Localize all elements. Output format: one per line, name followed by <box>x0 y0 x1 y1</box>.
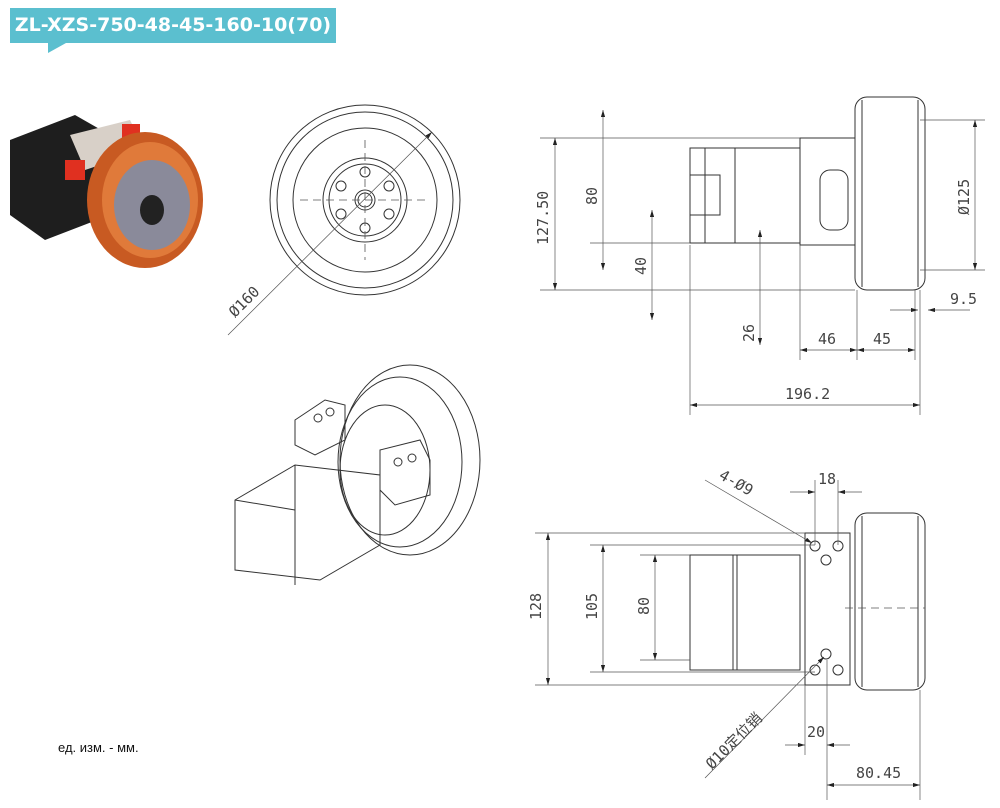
top-view: 128 105 80 18 4-Ø9 Ø10定位销 20 80.45 <box>527 466 926 800</box>
isometric-view <box>234 364 481 585</box>
dim-127-50: 127.50 <box>534 191 552 245</box>
front-view: Ø160 <box>225 104 461 336</box>
product-photo <box>10 115 203 268</box>
dim-40: 40 <box>632 257 650 275</box>
front-diameter-label: Ø160 <box>225 283 263 321</box>
dim-80-45: 80.45 <box>856 764 901 782</box>
dim-18: 18 <box>818 470 836 488</box>
dim-80-top: 80 <box>635 597 653 615</box>
dim-20: 20 <box>807 723 825 741</box>
dim-196-2: 196.2 <box>785 385 830 403</box>
dim-9-5: 9.5 <box>950 290 977 308</box>
holes-label: 4-Ø9 <box>716 466 756 500</box>
dim-128: 128 <box>527 593 545 620</box>
banner-tail <box>48 43 66 53</box>
model-title-banner: ZL-XZS-750-48-45-160-10(70) <box>10 8 336 43</box>
dim-80: 80 <box>583 187 601 205</box>
units-note: ед. изм. - мм. <box>58 740 139 755</box>
dim-wheel-diameter: Ø125 <box>955 179 973 215</box>
dim-46: 46 <box>818 330 836 348</box>
side-view: 127.50 80 40 26 46 45 Ø125 9.5 196.2 <box>534 96 985 415</box>
dim-26: 26 <box>740 324 758 342</box>
dim-105: 105 <box>583 593 601 620</box>
dim-45: 45 <box>873 330 891 348</box>
pin-label: Ø10定位销 <box>702 709 766 773</box>
